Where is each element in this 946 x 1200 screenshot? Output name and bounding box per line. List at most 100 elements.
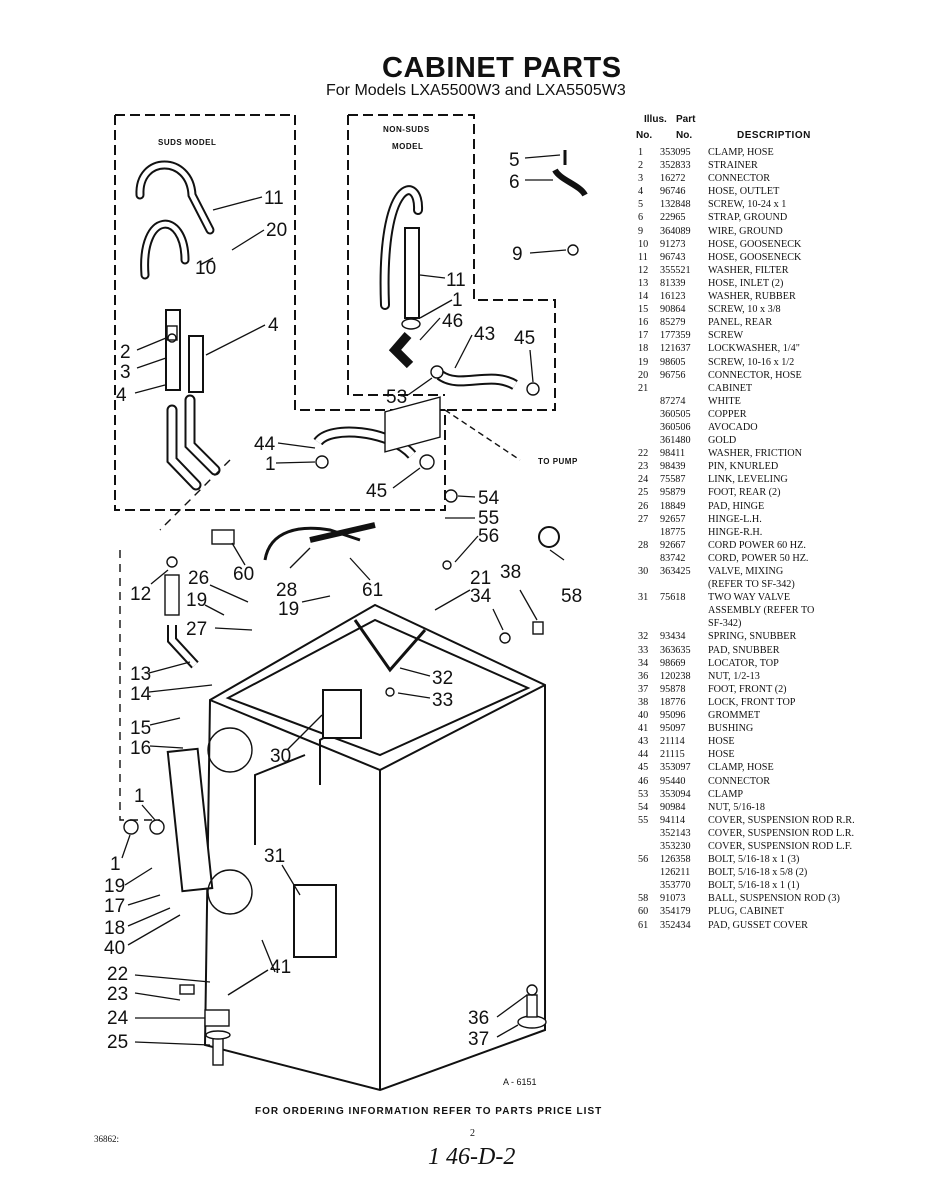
part-no: 18776	[660, 696, 686, 708]
illus-no: 31	[638, 592, 649, 604]
document-number: 36862:	[94, 1134, 120, 1144]
front-foot-icon	[517, 1015, 547, 1029]
callout: 41	[270, 957, 291, 978]
illus-no: 22	[638, 448, 649, 460]
description: LINK, LEVELING	[708, 474, 788, 486]
callout: 4	[116, 385, 127, 406]
illus-no: 9	[638, 225, 644, 237]
illus-no: 60	[638, 906, 649, 918]
suds-model-label: SUDS MODEL	[158, 138, 216, 147]
description: COPPER	[708, 408, 747, 420]
description: PIN, KNURLED	[708, 461, 779, 473]
header-part-no: No.	[676, 130, 693, 141]
description: PAD, HINGE	[708, 500, 765, 512]
part-no: 353097	[660, 762, 691, 774]
outlet-hose-icon	[165, 309, 181, 391]
illus-no: 2	[638, 160, 644, 172]
callout: 24	[107, 1008, 129, 1029]
illus-no: 4	[638, 186, 644, 198]
illus-no	[634, 395, 660, 408]
description: HINGE-L.H.	[708, 513, 762, 525]
callout: 58	[561, 586, 582, 607]
description: SCREW, 10-24 x 1	[708, 199, 787, 211]
part-no: 90984	[660, 801, 686, 813]
illus-no: 41	[638, 723, 649, 735]
description: COVER, SUSPENSION ROD R.R.	[708, 814, 855, 826]
illus-no: 18	[638, 343, 649, 355]
description: STRAP, GROUND	[708, 212, 788, 224]
description: CONNECTOR	[708, 775, 771, 787]
illus-no: 11	[638, 251, 648, 263]
callout: 15	[130, 718, 151, 739]
parts-table-header: Illus. Part No. No. DESCRIPTION	[634, 114, 934, 146]
description: FOOT, FRONT (2)	[708, 683, 787, 695]
suds-model-boundary	[114, 114, 446, 511]
part-no: 22965	[660, 212, 686, 224]
description: BOLT, 5/16-18 x 5/8 (2)	[708, 867, 808, 879]
illus-no	[634, 879, 660, 892]
illus-no	[634, 578, 660, 591]
part-no: 90864	[660, 304, 686, 316]
part-no: 353095	[660, 147, 691, 158]
part-no: 18849	[660, 500, 686, 512]
leveling-link-icon	[204, 1009, 230, 1027]
illus-no: 58	[638, 893, 649, 905]
part-no: 360505	[660, 408, 691, 420]
part-no: 92667	[660, 539, 686, 551]
part-no: 352143	[660, 827, 691, 839]
description: PAD, GUSSET COVER	[708, 919, 808, 931]
header-illus: Illus.	[644, 114, 667, 125]
description: FOOT, REAR (2)	[708, 487, 781, 499]
illus-no: 25	[638, 487, 649, 499]
illus-no: 55	[638, 814, 649, 826]
illus-no: 17	[638, 330, 649, 342]
callout: 19	[186, 590, 207, 611]
part-no: 98411	[660, 448, 686, 460]
illus-no: 38	[638, 696, 649, 708]
description: LOCK, FRONT TOP	[708, 696, 796, 708]
description: BOLT, 5/16-18 x 1 (1)	[708, 880, 800, 892]
ordering-note: FOR ORDERING INFORMATION REFER TO PARTS …	[255, 1106, 603, 1117]
part-no	[660, 382, 708, 395]
description: WASHER, RUBBER	[708, 291, 796, 303]
description: WASHER, FRICTION	[708, 448, 802, 460]
table-row: SF-342)	[634, 617, 934, 630]
callout: 38	[500, 562, 521, 583]
callout: 26	[188, 568, 209, 589]
part-no: 85279	[660, 317, 686, 329]
description: ASSEMBLY (REFER TO	[708, 605, 815, 617]
illus-no	[634, 434, 660, 447]
part-no: 21115	[660, 749, 685, 761]
illus-no: 26	[638, 500, 649, 512]
part-no: 91273	[660, 238, 686, 250]
callout: 43	[474, 324, 495, 345]
description: STRAINER	[708, 160, 758, 172]
description: HOSE, OUTLET	[708, 186, 780, 198]
callout: 1	[134, 786, 145, 807]
part-no: 75618	[660, 592, 686, 604]
callout: 6	[509, 172, 520, 193]
table-row: 38 18776 LOCK, FRONT TOP	[634, 696, 934, 709]
callout: 45	[514, 328, 535, 349]
page-subtitle: For Models LXA5500W3 and LXA5505W3	[326, 82, 626, 99]
callout: 53	[386, 387, 407, 408]
callout: 56	[478, 526, 499, 547]
callout: 27	[186, 619, 207, 640]
description: VALVE, MIXING	[708, 566, 784, 577]
part-no: 126358	[660, 854, 691, 866]
part-no: 132848	[660, 199, 691, 211]
